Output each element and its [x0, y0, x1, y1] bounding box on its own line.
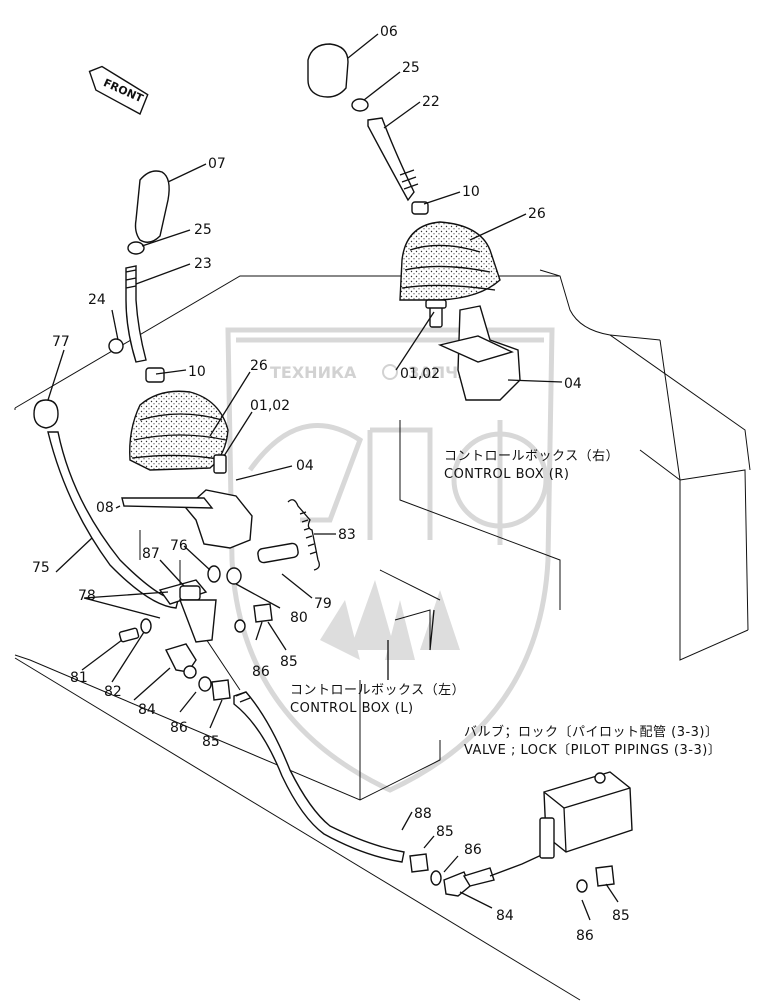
callout-84-left: 84: [138, 702, 156, 718]
callout-06: 06: [380, 24, 398, 40]
washer-86-top: [234, 619, 246, 633]
callout-25-left: 25: [194, 222, 212, 238]
callout-86-left: 86: [170, 720, 188, 736]
callout-81: 81: [70, 670, 88, 686]
callout-0102-left: 01,02: [250, 398, 290, 414]
callout-10-right: 10: [462, 184, 480, 200]
callout-86-top: 86: [252, 664, 270, 680]
section-labels: コントロールボックス（右） CONTROL BOX (R) コントロールボックス…: [290, 449, 721, 758]
callout-26-left: 26: [250, 358, 268, 374]
lock-valve: [539, 771, 633, 893]
cab-outline: [14, 269, 751, 1001]
bracket-08: [121, 497, 214, 509]
lever-22: [367, 117, 415, 202]
knob-07: [134, 170, 170, 243]
knob-06: [307, 43, 349, 98]
callout-77: 77: [52, 334, 70, 350]
callout-76: 76: [170, 538, 188, 554]
callout-79: 79: [314, 596, 332, 612]
control-box-l-jp: コントロールボックス（左）: [290, 683, 465, 698]
washer-76: [207, 565, 221, 583]
nut-10-right: [411, 201, 429, 215]
callout-85-left: 85: [202, 734, 220, 750]
nut-85-valve: [595, 865, 615, 887]
nut-85-left: [211, 679, 231, 701]
callout-23: 23: [194, 256, 212, 272]
front-indicator: FRONT: [88, 65, 149, 115]
callout-08: 08: [96, 500, 114, 516]
callout-83: 83: [338, 527, 356, 543]
valve-label-en: VALVE ; LOCK〔PILOT PIPINGS (3-3)〕: [464, 743, 721, 758]
nut-85-top: [253, 603, 273, 623]
callout-80: 80: [290, 610, 308, 626]
nut-85-pipe: [409, 853, 429, 873]
callout-86-pipe: 86: [464, 842, 482, 858]
watermark: ТЕХНИКА ЗАПЧАСТИ: [225, 327, 555, 793]
pipe-88: [233, 691, 549, 897]
control-box-r-en: CONTROL BOX (R): [444, 467, 569, 482]
left-lever-assembly: [33, 170, 253, 609]
control-box-r-jp: コントロールボックス（右）: [444, 449, 619, 464]
boot-26-left: [129, 390, 229, 471]
bushing-87: [179, 585, 201, 601]
callout-07: 07: [208, 156, 226, 172]
callout-10-left: 10: [188, 364, 206, 380]
ring-86: [198, 676, 212, 692]
nut-10-left: [145, 367, 165, 383]
watermark-left-text: ТЕХНИКА: [270, 363, 357, 382]
callout-04-right: 04: [564, 376, 582, 392]
washer-86-left: [183, 665, 197, 679]
nut-25-left: [127, 241, 145, 255]
ball-77: [33, 399, 59, 429]
small-parts: [118, 499, 320, 701]
nut-25-right: [351, 98, 369, 112]
washer-86-pipe: [430, 870, 442, 886]
callout-25-right: 25: [402, 60, 420, 76]
callouts: 06 25 22 10 26 07 25 23 24 77 10 26 01,0…: [32, 24, 630, 944]
callout-87: 87: [142, 546, 160, 562]
washer-24: [108, 338, 124, 354]
watermark-wheat: [320, 580, 460, 660]
boot-26-right: [399, 221, 501, 301]
washer-86-valve: [576, 879, 588, 893]
callout-22: 22: [422, 94, 440, 110]
pin-79: [257, 542, 299, 564]
callout-75: 75: [32, 560, 50, 576]
callout-84-right: 84: [496, 908, 514, 924]
rod-75: [47, 431, 179, 609]
lever-23: [125, 265, 147, 363]
leader-lines: [47, 33, 619, 921]
callout-82: 82: [104, 684, 122, 700]
callout-78: 78: [78, 588, 96, 604]
elbow-84-right: [443, 871, 471, 897]
bolt-81: [118, 627, 140, 643]
callout-85-valve: 85: [612, 908, 630, 924]
callout-04-left: 04: [296, 458, 314, 474]
valve-label-jp: バルブ；ロック〔パイロット配管 (3-3)〕: [464, 724, 719, 740]
right-lever-assembly: [307, 43, 521, 401]
spring-83: [287, 499, 320, 571]
callout-0102-right: 01,02: [400, 366, 440, 382]
washer-82: [140, 618, 152, 634]
callout-26-right: 26: [528, 206, 546, 222]
callout-88: 88: [414, 806, 432, 822]
bolt-0102-left: [213, 454, 227, 474]
callout-85-top: 85: [280, 654, 298, 670]
callout-85-pipe: 85: [436, 824, 454, 840]
callout-24: 24: [88, 292, 106, 308]
callout-86-valve: 86: [576, 928, 594, 944]
plate-78: [178, 599, 217, 643]
washer-80: [226, 567, 242, 585]
control-box-l-en: CONTROL BOX (L): [290, 701, 414, 716]
